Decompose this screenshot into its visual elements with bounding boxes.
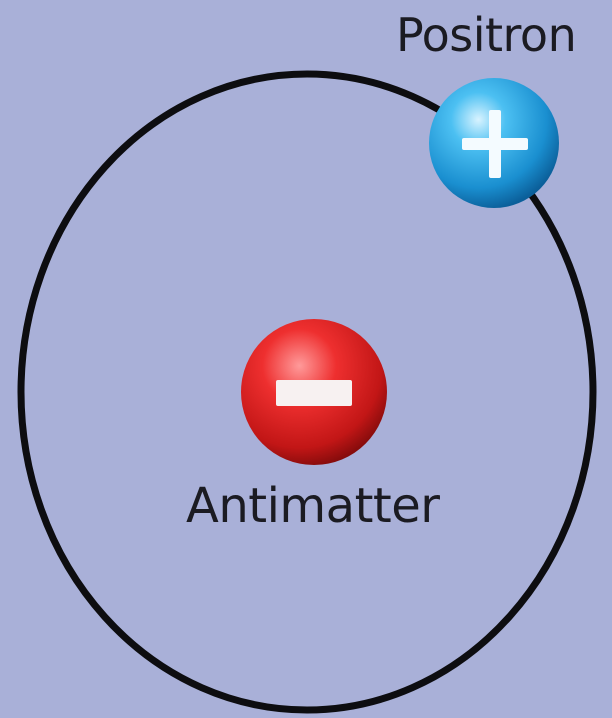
positron-particle [429, 78, 559, 208]
positron-label: Positron [396, 8, 576, 62]
minus-icon [276, 380, 352, 406]
antimatter-label: Antimatter [186, 478, 440, 534]
antimatter-particle [241, 319, 387, 465]
